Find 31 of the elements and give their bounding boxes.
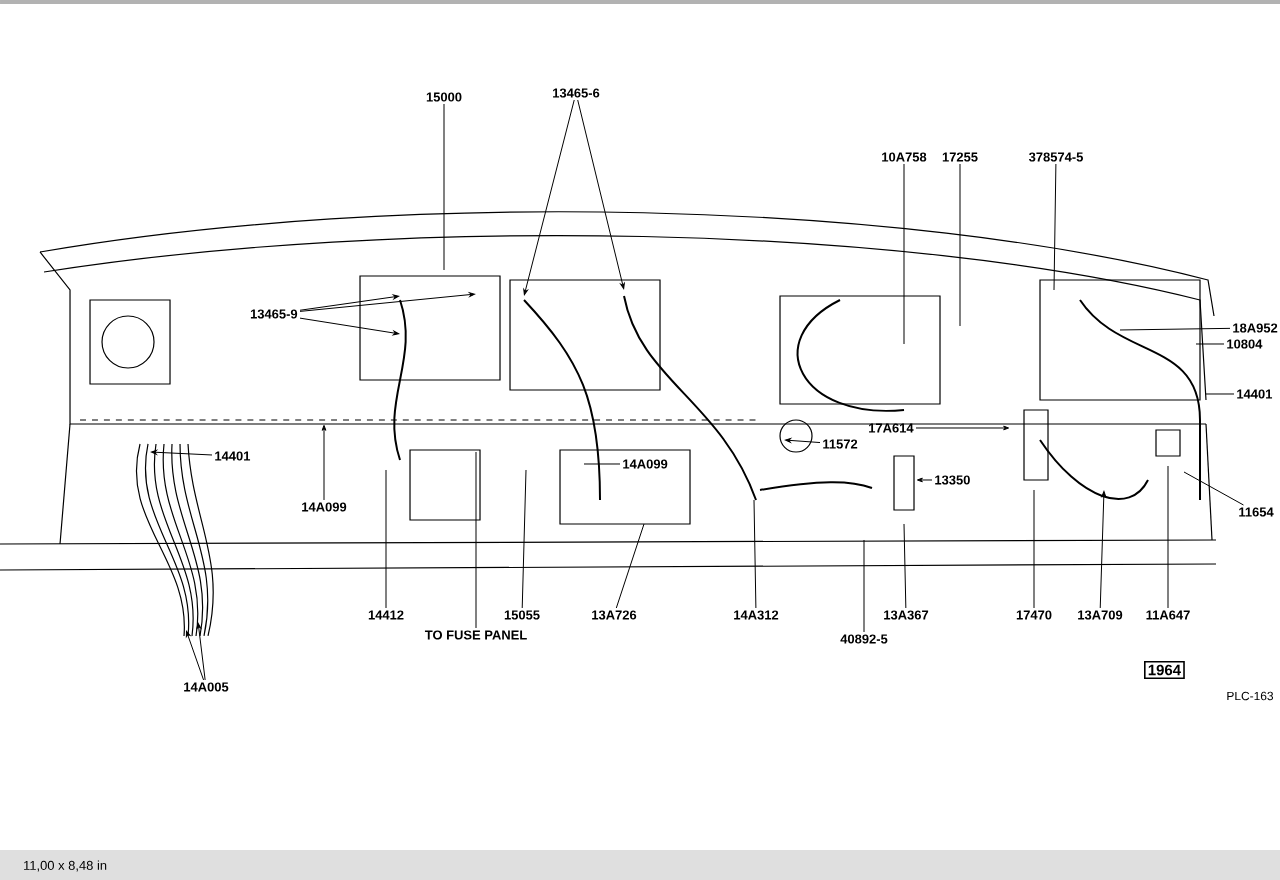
leader-line [443, 103, 445, 271]
leader-line [299, 294, 400, 311]
leader-line [577, 99, 625, 290]
leader-line [903, 163, 905, 345]
leader-line [385, 469, 387, 609]
leader-line [299, 317, 400, 336]
leader-line [784, 438, 821, 444]
leader-line [1033, 489, 1035, 609]
leader-line [475, 451, 477, 629]
leader-line [1099, 490, 1107, 609]
leader-line [521, 469, 527, 609]
leader-line [915, 425, 1010, 431]
leader-line [1119, 327, 1231, 331]
leader-line [299, 292, 476, 312]
leader-line [150, 449, 213, 456]
leader-line [959, 163, 961, 327]
leader-line [185, 630, 205, 681]
leader-line [1205, 393, 1235, 395]
leader-line [1195, 343, 1225, 345]
leader-line [583, 463, 621, 465]
leader-line [1183, 471, 1244, 506]
leader-line [753, 499, 757, 609]
leader-line [1167, 465, 1169, 609]
leader-line [615, 523, 645, 609]
leader-line [863, 539, 865, 633]
leader-line [916, 477, 933, 483]
leader-line [903, 523, 907, 609]
leader-line [523, 99, 575, 296]
leader-line [321, 424, 327, 501]
leader-line [196, 622, 206, 681]
leader-line [1053, 163, 1057, 291]
